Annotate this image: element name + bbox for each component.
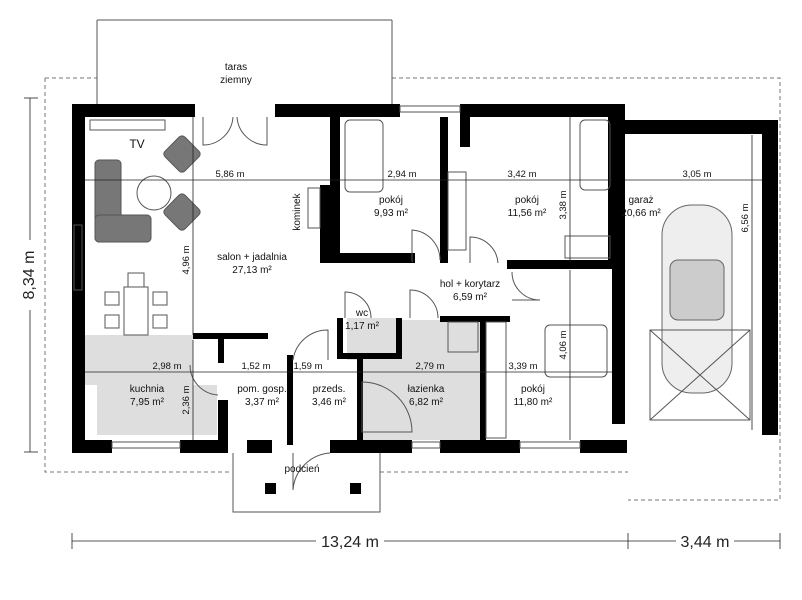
room-name-wc: wc (355, 308, 368, 319)
terrace-label: ziemny (220, 75, 252, 86)
bed (579, 119, 611, 191)
room-area-kuchnia: 7,95 m² (130, 397, 165, 408)
room-area-wc: 1,17 m² (345, 321, 380, 332)
room-area-garaz: 20,66 m² (621, 208, 661, 219)
room-name-pokoj1: pokój (379, 195, 403, 206)
windows (73, 105, 581, 449)
porch-label: podcień (284, 464, 319, 475)
dim-pokoj1-width: 2,94 m (387, 169, 416, 180)
shower (447, 321, 479, 353)
dim-pokoj2-height: 3,38 m (558, 190, 569, 219)
dim-pokoj3-width: 3,39 m (508, 361, 537, 372)
dim-salon-width: 5,86 m (215, 169, 244, 180)
kitchen-floor (97, 385, 217, 435)
dim-kuchnia-height: 2,36 m (181, 385, 192, 414)
fireplace (307, 187, 321, 229)
sofa (94, 159, 152, 243)
porch-post (265, 483, 276, 494)
coffee-table (136, 175, 172, 211)
doors (189, 116, 541, 491)
room-area-pokoj2: 11,56 m² (508, 208, 547, 219)
room-name-garaz: garaż (628, 195, 653, 206)
dim-pokoj3-height: 4,06 m (558, 330, 569, 359)
armchair (163, 193, 201, 231)
tv-label: TV (129, 137, 144, 151)
terrace-label: taras (225, 62, 247, 73)
room-area-hol: 6,59 m² (453, 292, 488, 303)
room-area-przeds: 3,46 m² (312, 397, 347, 408)
room-area-pokoj1: 9,93 m² (374, 208, 409, 219)
porch-outline (232, 453, 381, 513)
dim-przeds-width: 1,59 m (293, 361, 322, 372)
dim-total-width: 13,24 m (321, 534, 379, 551)
dim-lazienka-width: 2,79 m (415, 361, 444, 372)
walls (72, 104, 778, 453)
room-name-salon: salon + jadalnia (217, 252, 287, 263)
room-area-salon: 27,13 m² (232, 265, 272, 276)
wardrobe (447, 171, 467, 251)
dim-kuchnia-width: 2,98 m (152, 361, 181, 372)
fireplace-label: kominek (292, 192, 303, 230)
room-name-gosp: pom. gosp. (237, 384, 286, 395)
room-name-przeds: przeds. (313, 384, 346, 395)
garage-pit (649, 329, 751, 421)
dim-garaz-height: 6,56 m (740, 203, 751, 232)
room-area-lazienka: 6,82 m² (409, 397, 444, 408)
dim-total-height: 8,34 m (21, 251, 38, 300)
room-area-gosp: 3,37 m² (245, 397, 280, 408)
double-bed (544, 324, 608, 378)
dim-label-mask (316, 532, 384, 550)
roof-outline (44, 77, 781, 501)
kitchen-floor (85, 335, 193, 385)
tv-cabinet (89, 119, 166, 131)
dim-salon-height: 4,96 m (181, 245, 192, 274)
dim-label-mask (20, 240, 38, 310)
dim-pokoj2-width: 3,42 m (507, 169, 536, 180)
porch-post (350, 483, 361, 494)
dim-garaz-width: 3,05 m (682, 169, 711, 180)
terrace (96, 19, 393, 104)
room-name-hol: hol + korytarz (440, 279, 500, 290)
wardrobe (564, 235, 611, 259)
bed (344, 119, 384, 193)
car (661, 204, 733, 394)
dining-table (104, 272, 168, 336)
room-area-pokoj3: 11,80 m² (514, 397, 553, 408)
room-name-kuchnia: kuchnia (130, 384, 165, 395)
room-name-pokoj2: pokój (515, 195, 539, 206)
bathtub (361, 381, 413, 433)
room-name-lazienka: łazienka (408, 384, 445, 395)
dim-garage-ext-width: 3,44 m (681, 534, 730, 551)
wardrobe (485, 321, 507, 439)
dim-label-mask (676, 532, 734, 550)
dim-gosp-width: 1,52 m (241, 361, 270, 372)
armchair (163, 135, 201, 173)
room-name-pokoj3: pokój (521, 384, 545, 395)
